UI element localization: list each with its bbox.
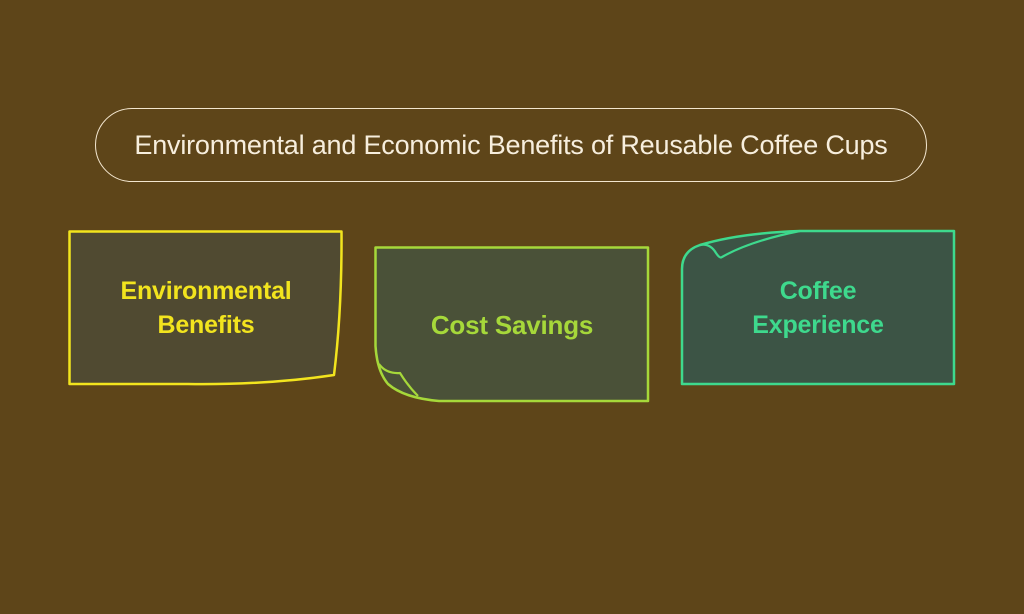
card-cost-savings: Cost Savings [374,246,650,404]
card-label-line1: Cost Savings [430,310,594,340]
card-label-line1: Coffee [779,276,857,305]
title-banner: Environmental and Economic Benefits of R… [95,108,927,182]
page-curl-icon [378,363,419,397]
card-environmental-benefits: Environmental Benefits [68,230,344,386]
card-shape [68,230,343,386]
card-shape [374,246,650,403]
page-curl-icon [699,229,801,259]
card-label-line1: Environmental [120,277,292,305]
card-shape [680,229,956,386]
card-label-line2: Benefits [157,311,255,339]
diagram-title: Environmental and Economic Benefits of R… [134,129,888,160]
card-coffee-experience: Coffee Experience [680,229,956,386]
card-label-line2: Experience [752,310,884,339]
